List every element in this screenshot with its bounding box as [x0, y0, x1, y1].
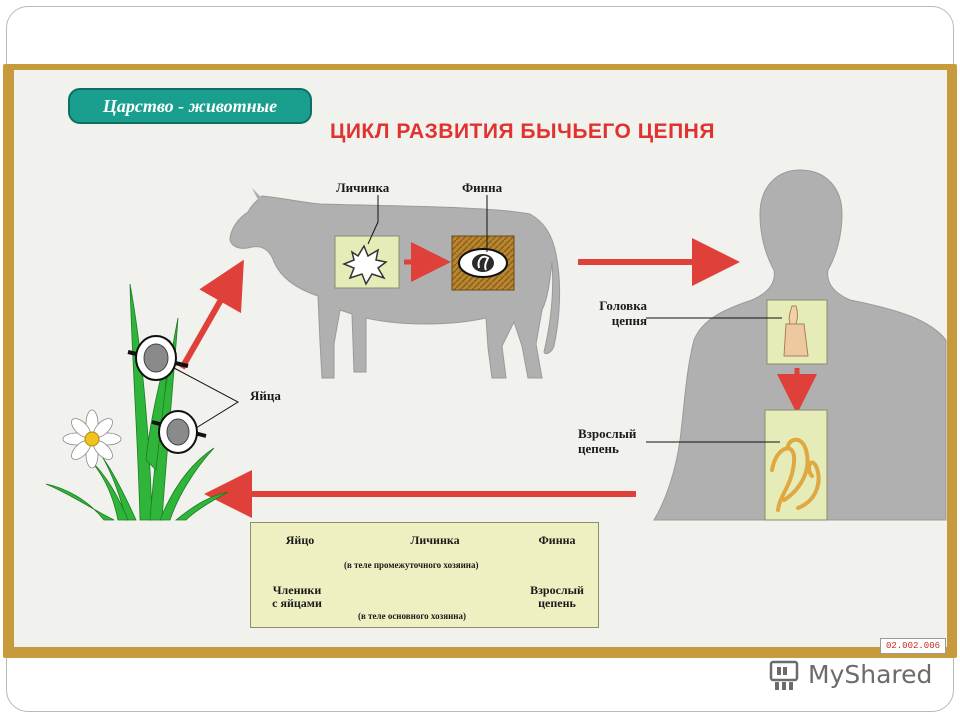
label-head: Головка цепня [585, 298, 647, 328]
summary-segments: Членики с яйцами [265, 584, 329, 610]
summary-egg: Яйцо [285, 533, 315, 547]
watermark-logo-icon [769, 660, 799, 690]
arrow-grass-to-cow [179, 259, 244, 370]
summary-segments-line1: Членики [272, 583, 322, 597]
label-adult: Взрослый цепень [578, 426, 648, 456]
adult-tapeworm-icon [770, 437, 821, 512]
kingdom-badge: Царство - животные [68, 88, 312, 124]
larva-leader [367, 195, 379, 245]
label-head-line2: цепня [611, 313, 647, 328]
egg-icon-lower [151, 410, 207, 454]
finna-icon [458, 248, 508, 278]
poster-code: 02.002.006 [880, 638, 946, 654]
label-larva: Личинка [336, 180, 390, 195]
watermark: MyShared [768, 656, 938, 696]
tapeworm-head-icon [783, 305, 809, 357]
summary-adult-line1: Взрослый [530, 583, 584, 597]
label-finna: Финна [462, 180, 503, 195]
label-adult-line1: Взрослый [578, 426, 637, 441]
label-adult-line2: цепень [578, 441, 619, 456]
summary-note-main: (в теле основного хозяина) [358, 611, 466, 621]
grass-plant [45, 283, 229, 521]
summary-larva: Личинка [410, 533, 460, 547]
eggs-leader [173, 367, 240, 429]
summary-adult-line2: цепень [538, 596, 576, 610]
daisy-flower [62, 409, 122, 469]
lifecycle-summary-box [250, 522, 599, 628]
summary-finna: Финна [538, 533, 576, 547]
summary-note-intermediate: (в теле промежуточного хозяина) [344, 560, 479, 570]
poster-title: ЦИКЛ РАЗВИТИЯ БЫЧЬЕГО ЦЕПНЯ [330, 120, 715, 143]
label-head-line1: Головка [599, 298, 647, 313]
watermark-text: MyShared [808, 660, 933, 689]
label-eggs: Яйца [250, 388, 281, 403]
summary-segments-line2: с яйцами [272, 596, 322, 610]
larva-icon [341, 244, 388, 286]
egg-icon-upper [127, 335, 189, 381]
summary-adult: Взрослый цепень [524, 584, 590, 610]
